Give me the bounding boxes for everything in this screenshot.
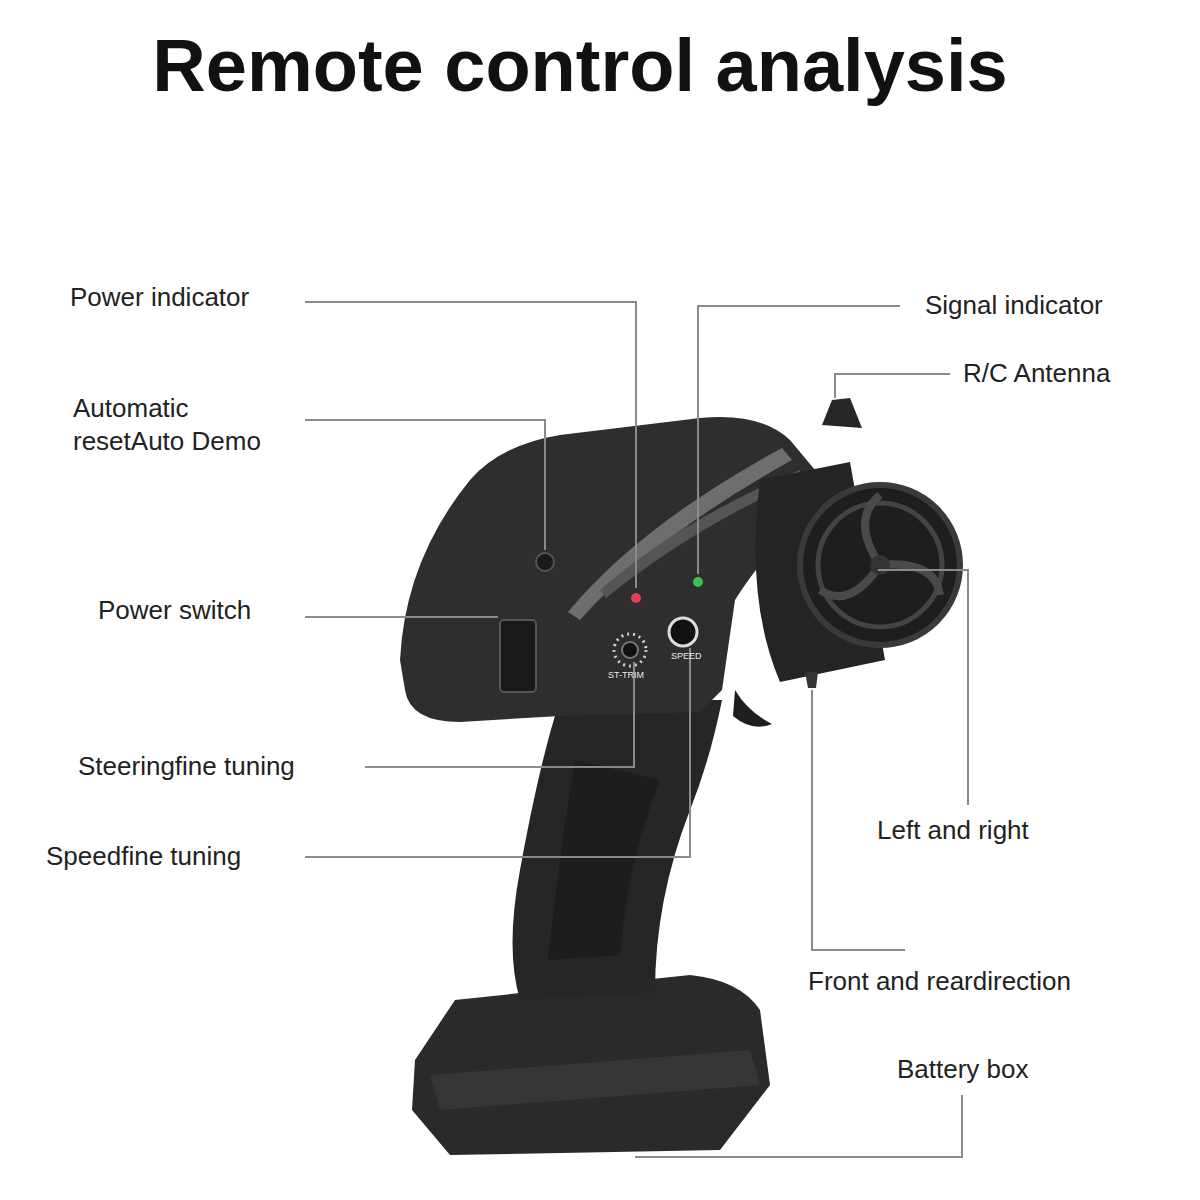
battery-box xyxy=(412,975,770,1155)
wheel-hub xyxy=(870,555,890,575)
power-led xyxy=(631,593,641,603)
signal-led xyxy=(693,577,703,587)
leader-lines xyxy=(305,302,968,1157)
grip-texture xyxy=(548,760,660,960)
leader-line xyxy=(305,648,690,857)
callout-label: Automatic resetAuto Demo xyxy=(73,392,303,458)
trigger xyxy=(733,690,772,727)
callout-label: Front and reardirection xyxy=(808,965,1071,998)
callout-label: Power switch xyxy=(98,594,251,627)
steering-trim-knob xyxy=(614,634,646,666)
antenna xyxy=(822,398,862,428)
steering-wheel-ring xyxy=(818,503,942,627)
leader-line xyxy=(635,1095,962,1157)
battery-box-edge xyxy=(430,1050,760,1110)
steering-wheel xyxy=(800,485,960,645)
wheel-spokes xyxy=(820,495,940,596)
leader-line xyxy=(305,616,498,618)
callout-label: Speedfine tuning xyxy=(46,840,241,873)
callout-label: Power indicator xyxy=(70,281,249,314)
leader-line xyxy=(305,302,636,588)
leader-line xyxy=(835,374,950,398)
callout-label: R/C Antenna xyxy=(963,357,1110,390)
callout-label: Signal indicator xyxy=(925,289,1103,322)
callout-label: Battery box xyxy=(897,1053,1029,1086)
callout-label: Steeringfine tuning xyxy=(78,750,295,783)
steering-trim-knob xyxy=(622,642,638,658)
demo-button xyxy=(536,553,554,571)
leader-line xyxy=(365,662,634,767)
leader-line xyxy=(698,306,900,574)
knob-marking: ST-TRIM xyxy=(608,670,644,681)
leader-line xyxy=(305,420,545,550)
direction-lever xyxy=(805,672,818,688)
knob-marking: SPEED xyxy=(671,651,702,662)
speed-knob xyxy=(669,618,697,646)
page-title: Remote control analysis xyxy=(0,22,1160,110)
head-housing xyxy=(400,417,815,722)
leader-line xyxy=(878,570,968,805)
power-switch xyxy=(500,620,536,692)
callout-label: Left and right xyxy=(877,814,1029,847)
